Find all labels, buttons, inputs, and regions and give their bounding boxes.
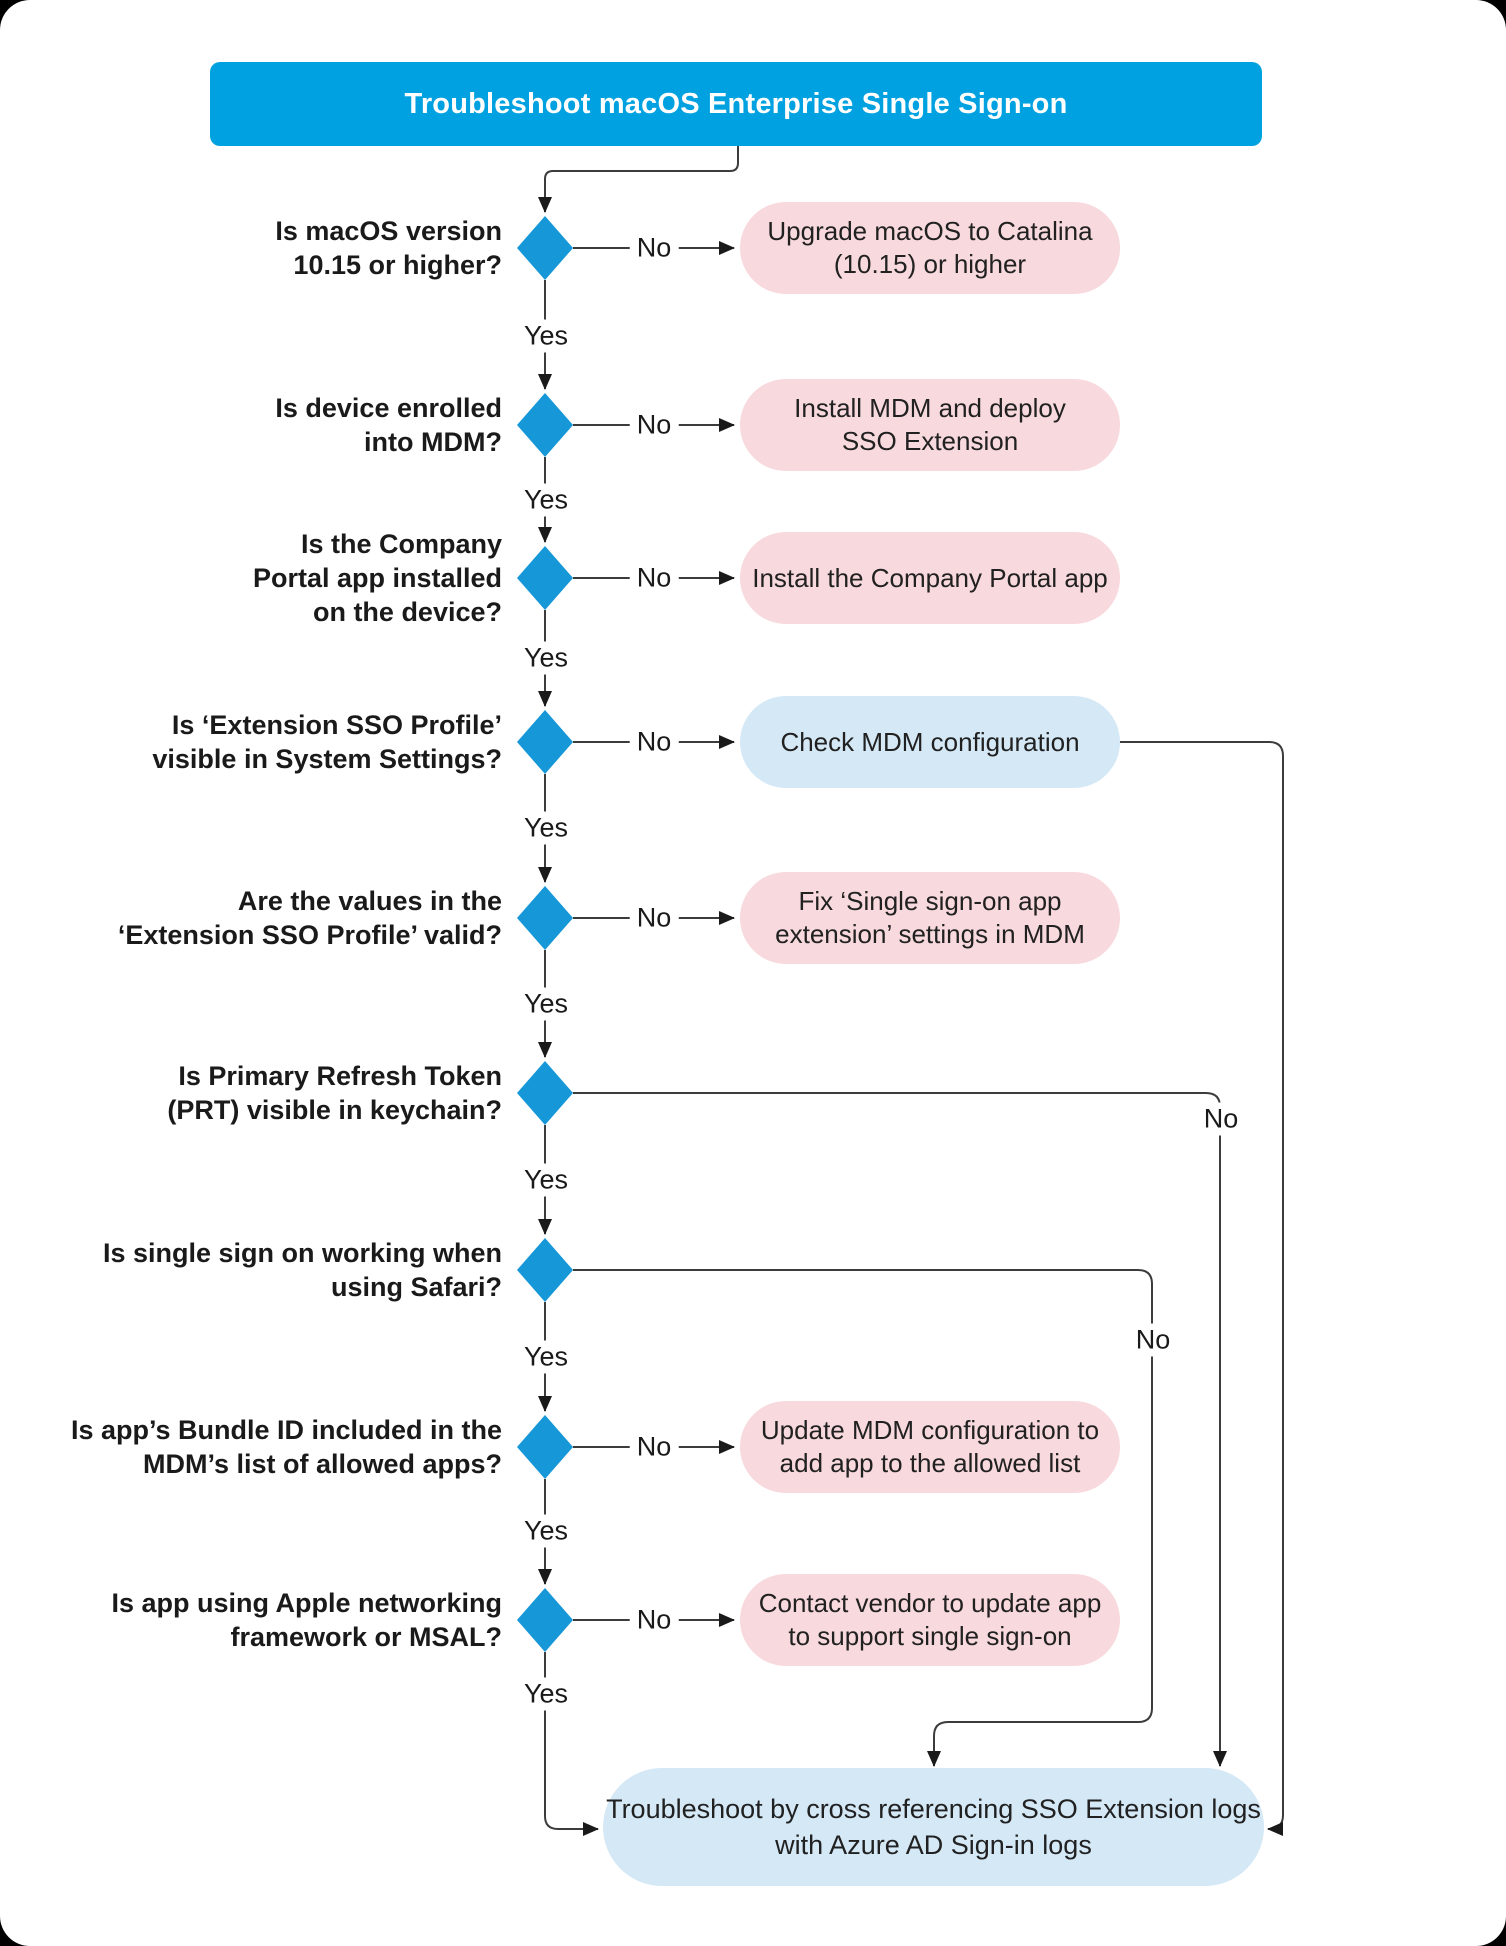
question-company-portal: Is the Company Portal app installed on t… <box>252 529 502 627</box>
connector-safari-no-to-final <box>573 1269 1153 1767</box>
yes-label-9: Yes <box>516 1677 576 1711</box>
decision-diamond-mdm-enrolled <box>517 393 573 457</box>
no-label-3: No <box>629 561 679 595</box>
decision-diamond-prt-keychain <box>517 1061 573 1125</box>
no-label-9: No <box>629 1603 679 1637</box>
decision-diamond-company-portal <box>517 546 573 610</box>
connector-title-to-q1 <box>538 146 739 213</box>
no-label-8: No <box>629 1430 679 1464</box>
decision-diamond-bundle-id <box>517 1415 573 1479</box>
yes-label-7: Yes <box>516 1340 576 1374</box>
decision-diamond-apple-networking <box>517 1588 573 1652</box>
decision-diamond-sso-profile-visible <box>517 710 573 774</box>
yes-label-1: Yes <box>516 319 576 353</box>
flowchart-title: Troubleshoot macOS Enterprise Single Sig… <box>210 62 1262 146</box>
result-fix-sso-extension-settings: Fix ‘Single sign-on app extension’ setti… <box>740 872 1120 964</box>
yes-label-4: Yes <box>516 811 576 845</box>
yes-label-8: Yes <box>516 1514 576 1548</box>
no-label-4: No <box>629 725 679 759</box>
no-label-7: No <box>1128 1323 1178 1357</box>
result-check-mdm-configuration: Check MDM configuration <box>740 696 1120 788</box>
yes-label-6: Yes <box>516 1163 576 1197</box>
result-contact-vendor: Contact vendor to update app to support … <box>740 1574 1120 1666</box>
result-install-company-portal: Install the Company Portal app <box>740 532 1120 624</box>
question-bundle-id: Is app’s Bundle ID included in the MDM’s… <box>70 1415 502 1479</box>
no-label-1: No <box>629 231 679 265</box>
decision-diamond-profile-values-valid <box>517 886 573 950</box>
yes-label-2: Yes <box>516 483 576 517</box>
no-label-2: No <box>629 408 679 442</box>
question-safari-sso: Is single sign on working when using Saf… <box>102 1238 502 1302</box>
yes-label-3: Yes <box>516 641 576 675</box>
question-macos-version: Is macOS version 10.15 or higher? <box>275 216 502 280</box>
decision-diamond-macos-version <box>517 216 573 280</box>
question-mdm-enrolled: Is device enrolled into MDM? <box>275 393 502 457</box>
yes-label-5: Yes <box>516 987 576 1021</box>
question-apple-networking: Is app using Apple networking framework … <box>111 1588 502 1652</box>
no-label-5: No <box>629 901 679 935</box>
result-install-mdm: Install MDM and deploy SSO Extension <box>740 379 1120 471</box>
result-update-mdm-allowed-list: Update MDM configuration to add app to t… <box>740 1401 1120 1493</box>
result-upgrade-macos: Upgrade macOS to Catalina (10.15) or hig… <box>740 202 1120 294</box>
question-profile-values-valid: Are the values in the ‘Extension SSO Pro… <box>117 886 502 950</box>
question-sso-profile-visible: Is ‘Extension SSO Profile’ visible in Sy… <box>152 710 502 774</box>
no-label-6: No <box>1196 1102 1246 1136</box>
connector-checkmdm-to-final <box>1120 741 1284 1836</box>
final-troubleshoot-logs: Troubleshoot by cross referencing SSO Ex… <box>603 1768 1264 1886</box>
question-prt-keychain: Is Primary Refresh Token (PRT) visible i… <box>167 1061 502 1125</box>
decision-diamond-safari-sso <box>517 1238 573 1302</box>
